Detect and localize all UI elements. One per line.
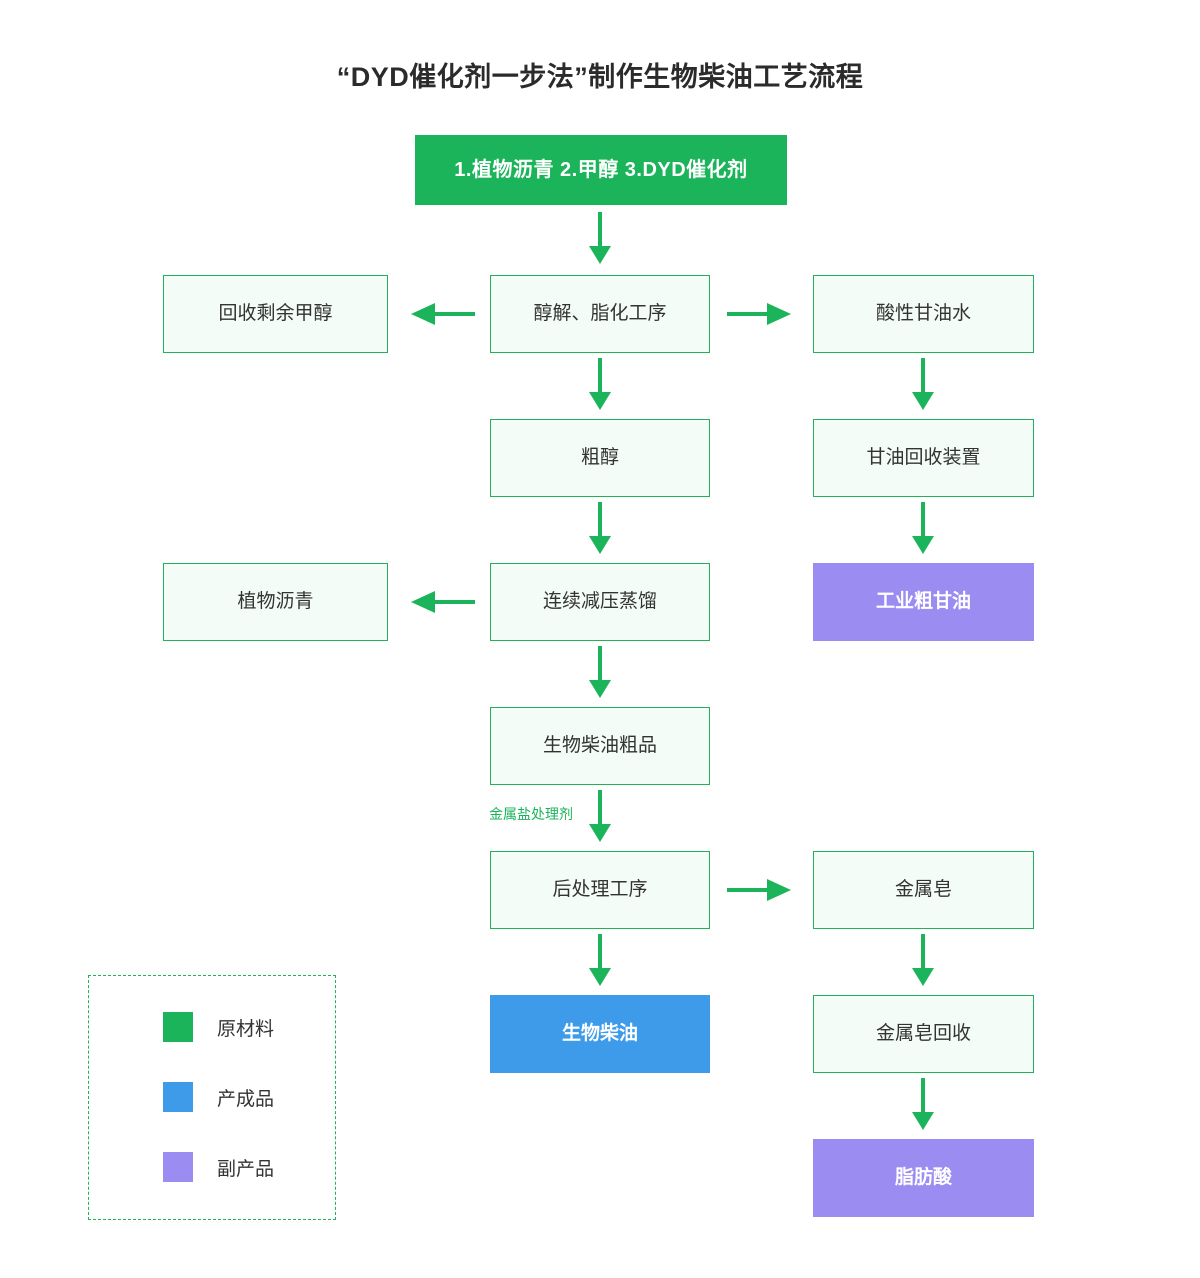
node-continuous-vacuum-distillation[interactable]: 连续减压蒸馏 (490, 563, 710, 641)
arrow-down-glycerol-recovery-to-industrial-crude-glycerol (903, 502, 943, 558)
arrow-down-post-treatment-to-biodiesel (580, 934, 620, 990)
arrow-down-crude-biodiesel-to-post-treatment (580, 790, 620, 846)
legend-item-byproduct: 副产品 (163, 1152, 274, 1182)
node-industrial-crude-glycerol[interactable]: 工业粗甘油 (813, 563, 1034, 641)
edge-label-metal-salt-agent: 金属盐处理剂 (489, 806, 573, 822)
legend-label-product: 产成品 (217, 1088, 275, 1110)
legend-label-byproduct: 副产品 (217, 1158, 275, 1180)
arrow-right-alcoholysis-to-acid-glycerol-water (727, 300, 797, 328)
arrow-down-acid-glycerol-water-to-glycerol-recovery-unit (903, 358, 943, 414)
legend: 原材料 产成品 副产品 (88, 975, 336, 1220)
node-metal-soap[interactable]: 金属皂 (813, 851, 1034, 929)
node-feedstock[interactable]: 1.植物沥青 2.甲醇 3.DYD催化剂 (415, 135, 787, 205)
node-recovered-methanol[interactable]: 回收剩余甲醇 (163, 275, 388, 353)
arrow-left-alcoholysis-to-recovered-methanol (405, 300, 475, 328)
node-acid-glycerol-water[interactable]: 酸性甘油水 (813, 275, 1034, 353)
node-crude-methanol[interactable]: 粗醇 (490, 419, 710, 497)
arrow-down-alcoholysis-to-crude-methanol (580, 358, 620, 414)
arrow-down-distillation-to-crude-biodiesel (580, 646, 620, 702)
arrow-down-feedstock-to-alcoholysis (580, 212, 620, 268)
node-post-treatment[interactable]: 后处理工序 (490, 851, 710, 929)
arrow-down-metal-soap-to-metal-soap-recovery (903, 934, 943, 990)
arrow-down-crude-methanol-to-distillation (580, 502, 620, 558)
legend-label-raw-material: 原材料 (217, 1018, 275, 1040)
node-alcoholysis[interactable]: 醇解、脂化工序 (490, 275, 710, 353)
node-metal-soap-recovery[interactable]: 金属皂回收 (813, 995, 1034, 1073)
arrow-down-metal-soap-recovery-to-fatty-acid (903, 1078, 943, 1134)
legend-item-product: 产成品 (163, 1082, 274, 1112)
node-vegetable-asphalt[interactable]: 植物沥青 (163, 563, 388, 641)
legend-swatch-raw-material (163, 1012, 193, 1042)
node-glycerol-recovery-unit[interactable]: 甘油回收装置 (813, 419, 1034, 497)
node-fatty-acid[interactable]: 脂肪酸 (813, 1139, 1034, 1217)
legend-swatch-product (163, 1082, 193, 1112)
page-title: “DYD催化剂一步法”制作生物柴油工艺流程 (336, 62, 864, 92)
legend-item-raw-material: 原材料 (163, 1012, 274, 1042)
node-biodiesel[interactable]: 生物柴油 (490, 995, 710, 1073)
arrow-right-post-treatment-to-metal-soap (727, 876, 797, 904)
node-crude-biodiesel[interactable]: 生物柴油粗品 (490, 707, 710, 785)
arrow-left-distillation-to-vegetable-asphalt (405, 588, 475, 616)
legend-swatch-byproduct (163, 1152, 193, 1182)
